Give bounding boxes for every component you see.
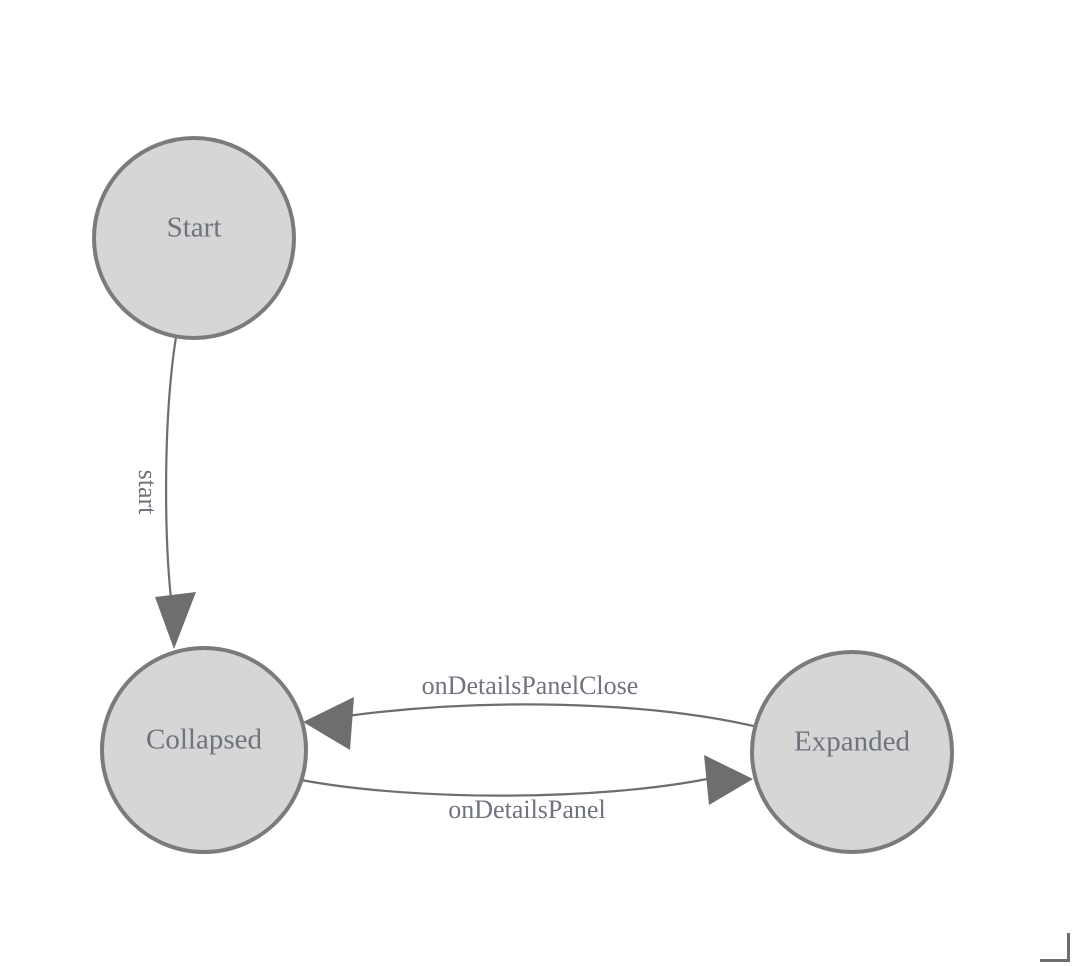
node-collapsed-circle: [100, 646, 308, 854]
edge-expanded-to-collapsed[interactable]: onDetailsPanelClose: [303, 671, 768, 750]
node-collapsed[interactable]: Collapsed: [100, 646, 308, 854]
edge-collapsed-to-expanded-line: [299, 777, 709, 797]
node-start-label: Start: [167, 212, 222, 244]
node-expanded-circle: [750, 650, 954, 854]
edge-start-to-collapsed-line: [164, 335, 178, 610]
edge-label-on-details-panel-close: onDetailsPanelClose: [422, 671, 639, 700]
node-expanded[interactable]: Expanded: [750, 650, 954, 854]
edge-expanded-to-collapsed-arrowhead: [303, 697, 354, 750]
corner-mark: [1040, 933, 1070, 962]
edge-start-to-collapsed[interactable]: start: [133, 335, 196, 649]
edge-collapsed-to-expanded[interactable]: onDetailsPanel: [299, 755, 753, 824]
edge-label-start: start: [133, 470, 162, 516]
node-start-circle: [92, 136, 296, 340]
corner-mark-horizontal: [1040, 959, 1070, 962]
node-expanded-label: Expanded: [794, 726, 910, 758]
node-collapsed-label: Collapsed: [146, 724, 262, 756]
edge-expanded-to-collapsed-line: [345, 703, 768, 731]
edge-label-on-details-panel: onDetailsPanel: [448, 795, 605, 824]
edge-collapsed-to-expanded-arrowhead: [704, 755, 753, 805]
edge-start-to-collapsed-arrowhead: [155, 592, 196, 649]
node-start[interactable]: Start: [92, 136, 296, 340]
corner-mark-vertical: [1067, 933, 1070, 962]
